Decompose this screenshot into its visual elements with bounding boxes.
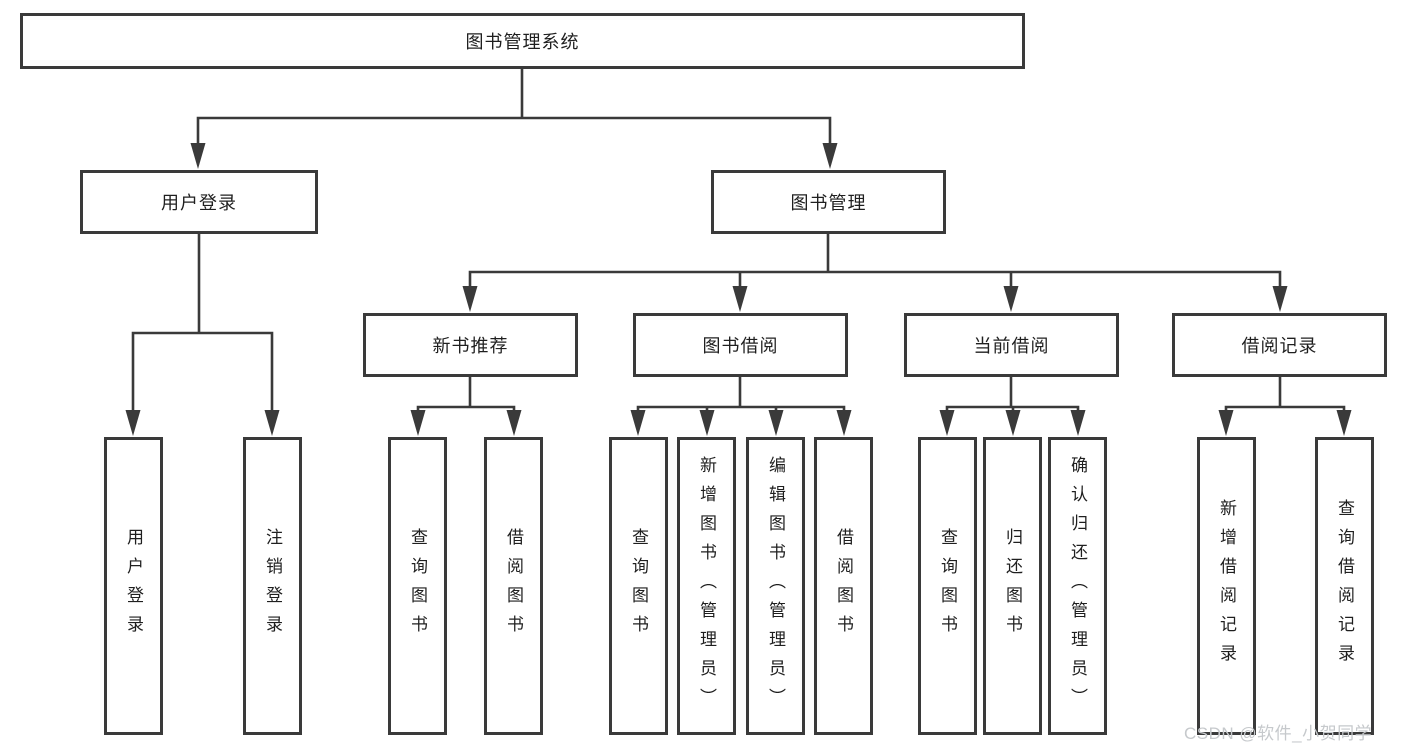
leaf-return-books: 归还图书 [983, 437, 1042, 735]
node-label: 查询图书 [408, 528, 427, 644]
leaf-logout: 注销登录 [243, 437, 302, 735]
leaf-edit-books-admin: 编辑图书（管理员） [746, 437, 805, 735]
node-label: 查询借阅记录 [1335, 499, 1354, 673]
leaf-query-books-current: 查询图书 [918, 437, 977, 735]
arrowhead-icon [699, 410, 715, 436]
node-label: 借阅图书 [504, 528, 523, 644]
connector-bookmgmt-rail [468, 270, 1282, 294]
arrowhead-icon [1070, 410, 1086, 436]
connector-login-rail [131, 331, 274, 414]
node-library-system: 图书管理系统 [20, 13, 1025, 69]
node-borrow-records: 借阅记录 [1172, 313, 1387, 377]
arrowhead-icon [1005, 410, 1021, 436]
connector-newbook-rail [416, 405, 516, 416]
node-user-login: 用户登录 [80, 170, 318, 234]
node-label: 归还图书 [1003, 528, 1022, 644]
node-label: 图书借阅 [702, 336, 779, 356]
node-label: 查询图书 [938, 528, 957, 644]
node-current-borrowing: 当前借阅 [904, 313, 1119, 377]
csdn-watermark: CSDN @软件_小贺同学 [1184, 724, 1373, 743]
arrowhead-icon [822, 143, 838, 169]
node-label: 借阅记录 [1241, 336, 1318, 356]
node-label: 借阅图书 [834, 528, 853, 644]
connector-root-rail [196, 116, 832, 150]
node-label: 图书管理 [790, 193, 867, 213]
arrowhead-icon [630, 410, 646, 436]
node-label: 查询图书 [629, 528, 648, 644]
node-label: 新增图书（管理员） [697, 455, 716, 717]
arrowhead-icon [732, 286, 748, 312]
arrowhead-icon [1003, 286, 1019, 312]
leaf-borrow-books-recommend: 借阅图书 [484, 437, 543, 735]
node-book-management: 图书管理 [711, 170, 946, 234]
arrowhead-icon [768, 410, 784, 436]
node-book-borrowing: 图书借阅 [633, 313, 848, 377]
node-label: 当前借阅 [973, 336, 1050, 356]
arrowhead-icon [1272, 286, 1288, 312]
arrowhead-icon [410, 410, 426, 436]
leaf-query-books-recommend: 查询图书 [388, 437, 447, 735]
arrowhead-icon [264, 410, 280, 436]
node-label: 编辑图书（管理员） [766, 455, 785, 717]
connector-borrow-rail [636, 405, 846, 416]
node-label: 图书管理系统 [465, 32, 580, 52]
node-label: 用户登录 [161, 193, 237, 213]
arrowhead-icon [1336, 410, 1352, 436]
arrowhead-icon [190, 143, 206, 169]
arrowhead-icon [462, 286, 478, 312]
arrowhead-icon [506, 410, 522, 436]
arrowhead-icon [836, 410, 852, 436]
leaf-add-borrow-record: 新增借阅记录 [1197, 437, 1256, 735]
leaf-confirm-return-admin: 确认归还（管理员） [1048, 437, 1107, 735]
arrowhead-icon [1218, 410, 1234, 436]
node-label: 新书推荐 [432, 336, 509, 356]
leaf-user-login: 用户登录 [104, 437, 163, 735]
leaf-query-borrow-record: 查询借阅记录 [1315, 437, 1374, 735]
node-new-book-recommend: 新书推荐 [363, 313, 578, 377]
node-label: 确认归还（管理员） [1068, 455, 1087, 717]
connector-records-rail [1224, 405, 1346, 416]
node-label: 用户登录 [124, 528, 143, 644]
node-label: 注销登录 [263, 528, 282, 644]
node-label: 新增借阅记录 [1217, 499, 1236, 673]
leaf-query-books-borrowing: 查询图书 [609, 437, 668, 735]
arrowhead-icon [125, 410, 141, 436]
leaf-add-books-admin: 新增图书（管理员） [677, 437, 736, 735]
leaf-borrow-books: 借阅图书 [814, 437, 873, 735]
arrowhead-icon [939, 410, 955, 436]
